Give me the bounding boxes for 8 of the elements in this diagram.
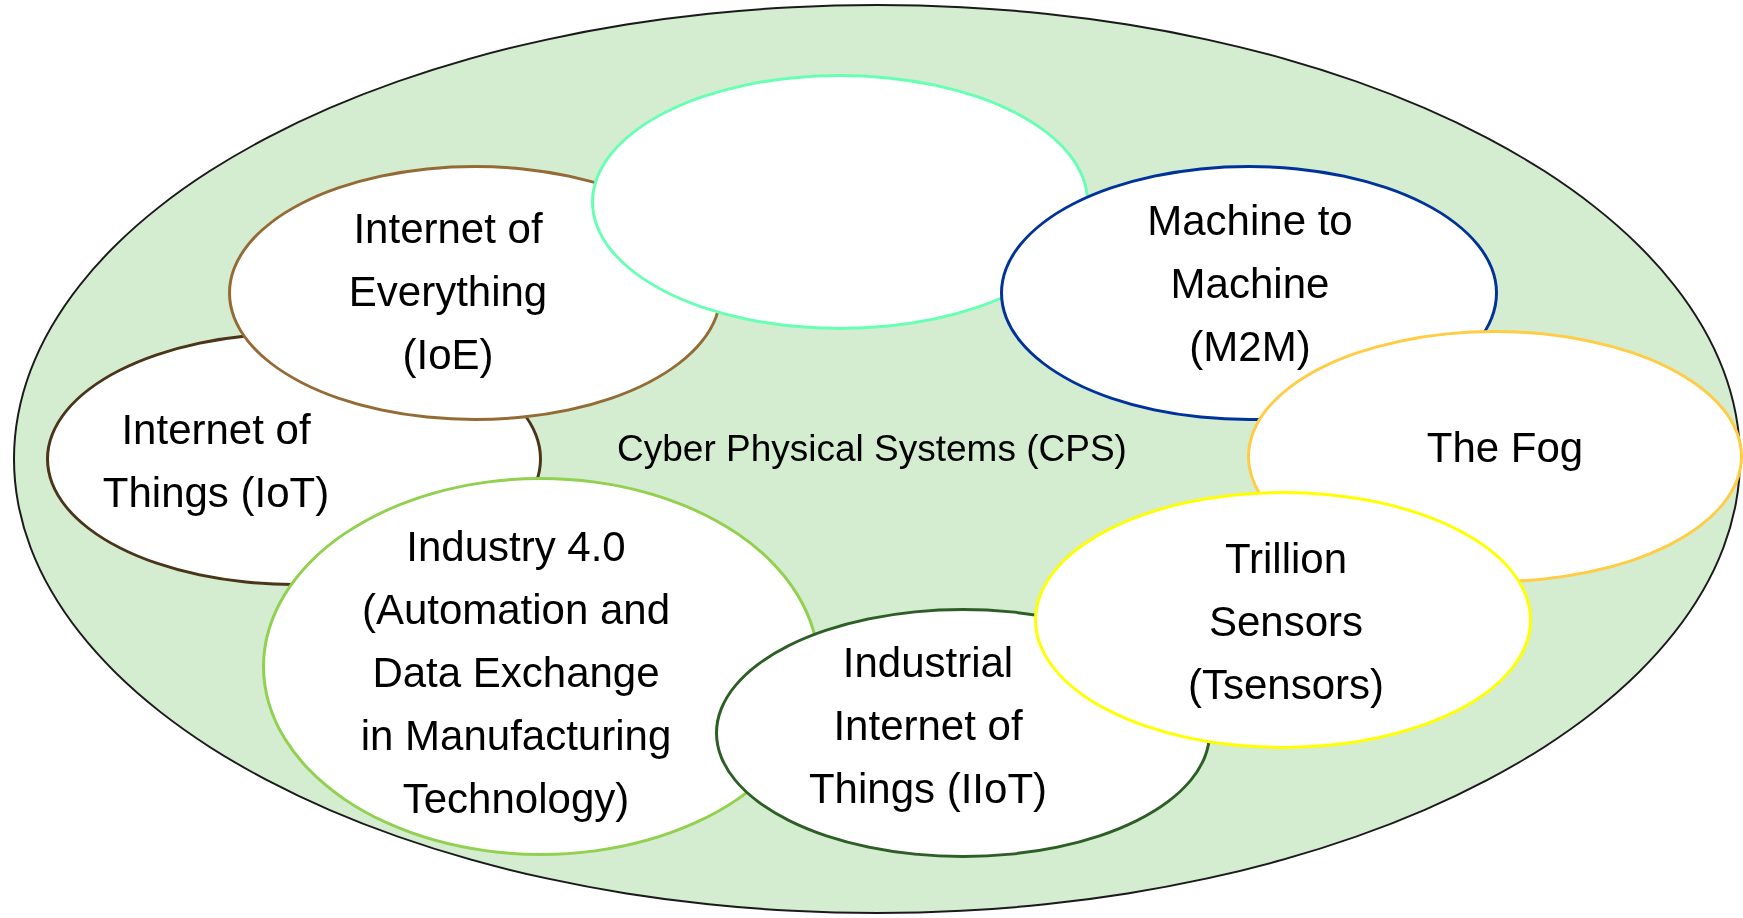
node-label: Industrial Internet of Things (IIoT) <box>807 637 1049 814</box>
node-label: Machine to Machine (M2M) <box>1146 195 1354 372</box>
node-label: Internet of Things (IoT) <box>101 405 331 518</box>
node-label: Industry 4.0 (Automation and Data Exchange in Manufacturing Technology) <box>359 521 673 824</box>
region-label: Cyber Physical Systems (CPS) <box>616 427 1128 471</box>
node-label: The Fog <box>1425 422 1585 473</box>
node-label: Trillion Sensors (Tsensors) <box>1186 533 1385 710</box>
node-label: Internet of Everything (IoE) <box>347 203 549 380</box>
